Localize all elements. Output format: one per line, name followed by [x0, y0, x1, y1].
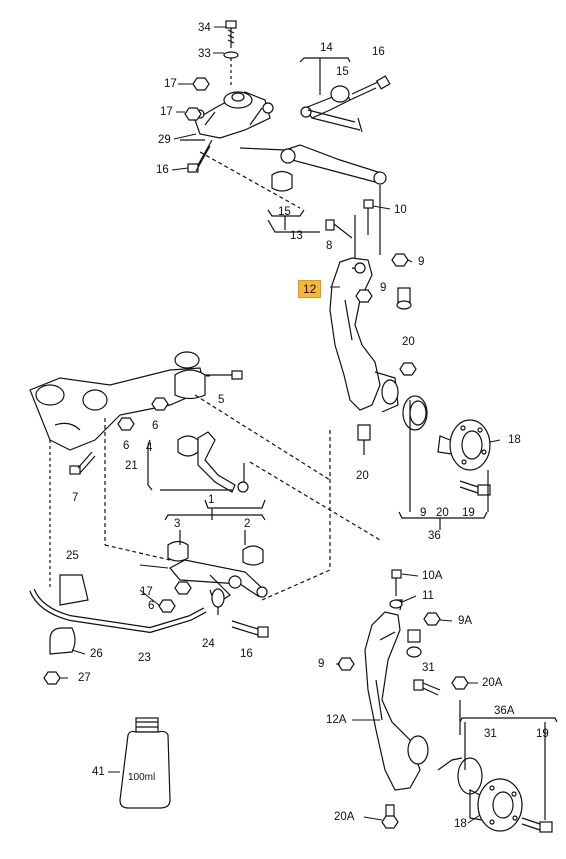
label-11: 11 [422, 590, 434, 602]
label-17-top: 17 [164, 78, 177, 90]
label-20A-bottom: 20A [334, 811, 355, 823]
label-36: 36 [428, 530, 441, 542]
label-12A: 12A [326, 714, 347, 726]
label-31-group: 31 [484, 728, 497, 740]
bolt-19 [459, 480, 491, 496]
label-23: 23 [138, 652, 151, 664]
label-7: 7 [72, 492, 79, 504]
label-34: 34 [198, 22, 211, 34]
label-1: 1 [208, 494, 215, 506]
upper-link-14 [300, 85, 363, 133]
label-18-lower: 18 [454, 818, 467, 830]
label-9-group: 9 [420, 507, 427, 519]
label-8: 8 [326, 240, 333, 252]
label-15-top: 15 [336, 66, 349, 78]
label-9-right: 9 [418, 256, 425, 268]
label-29: 29 [158, 134, 171, 146]
label-9A: 9A [458, 615, 473, 627]
label-2: 2 [244, 518, 251, 530]
highlighted-label-12[interactable]: 12 [298, 280, 322, 298]
label-14: 14 [320, 42, 333, 54]
label-18-upper: 18 [508, 434, 521, 446]
label-20A-right: 20A [482, 677, 503, 689]
lower-arm-1 [167, 540, 268, 606]
nut-17-top [192, 77, 210, 91]
subframe [29, 351, 206, 451]
hub-18-lower [457, 757, 523, 832]
label-21: 21 [125, 460, 138, 472]
label-19-lower: 19 [536, 728, 549, 740]
bolt-16-left [187, 139, 213, 173]
lower-arm-21 [177, 431, 249, 493]
label-10: 10 [394, 204, 407, 216]
label-4: 4 [146, 442, 153, 454]
label-9-left: 9 [380, 282, 387, 294]
label-36A: 36A [494, 705, 515, 717]
bolt-19-lower [521, 817, 553, 833]
label-24: 24 [202, 638, 215, 650]
label-20-group: 20 [436, 507, 449, 519]
label-17-mid: 17 [160, 106, 173, 118]
bolt-31 [413, 679, 441, 696]
fluid-bottle-41 [119, 717, 171, 809]
label-6-right: 6 [152, 420, 159, 432]
label-27: 27 [78, 672, 91, 684]
label-5: 5 [218, 394, 225, 406]
hub-18 [437, 419, 491, 471]
label-20-mid: 20 [356, 470, 369, 482]
label-17-lower: 17 [140, 586, 153, 598]
label-19-upper: 19 [462, 507, 475, 519]
label-41: 41 [92, 766, 105, 778]
bolt-16-right [349, 75, 391, 101]
label-9-lower: 9 [318, 658, 325, 670]
label-6-left: 6 [123, 440, 130, 452]
label-31-mid: 31 [422, 662, 435, 674]
label-33: 33 [198, 48, 211, 60]
bolt-16-lower [231, 620, 269, 638]
wheel-bearing [402, 395, 428, 431]
label-10A: 10A [422, 570, 443, 582]
knuckle-12A [364, 599, 429, 791]
label-3: 3 [174, 518, 181, 530]
bottle-volume-label: 100ml [128, 772, 156, 783]
label-16-left: 16 [156, 164, 169, 176]
strut-mount [194, 91, 274, 139]
label-25: 25 [66, 550, 79, 562]
label-15-bottom: 15 [278, 206, 291, 218]
upper-link-13 [239, 144, 387, 192]
label-16-right: 16 [372, 46, 385, 58]
bolt-7 [69, 451, 96, 475]
label-16-lower: 16 [240, 648, 253, 660]
label-6-lower: 6 [148, 600, 155, 612]
label-13: 13 [290, 230, 303, 242]
label-26: 26 [90, 648, 103, 660]
label-20-upper: 20 [402, 336, 415, 348]
wheel-bearing-housing-12 [329, 257, 412, 413]
stabilizer-bar-23 [29, 574, 207, 685]
bolt-34 [223, 20, 239, 85]
